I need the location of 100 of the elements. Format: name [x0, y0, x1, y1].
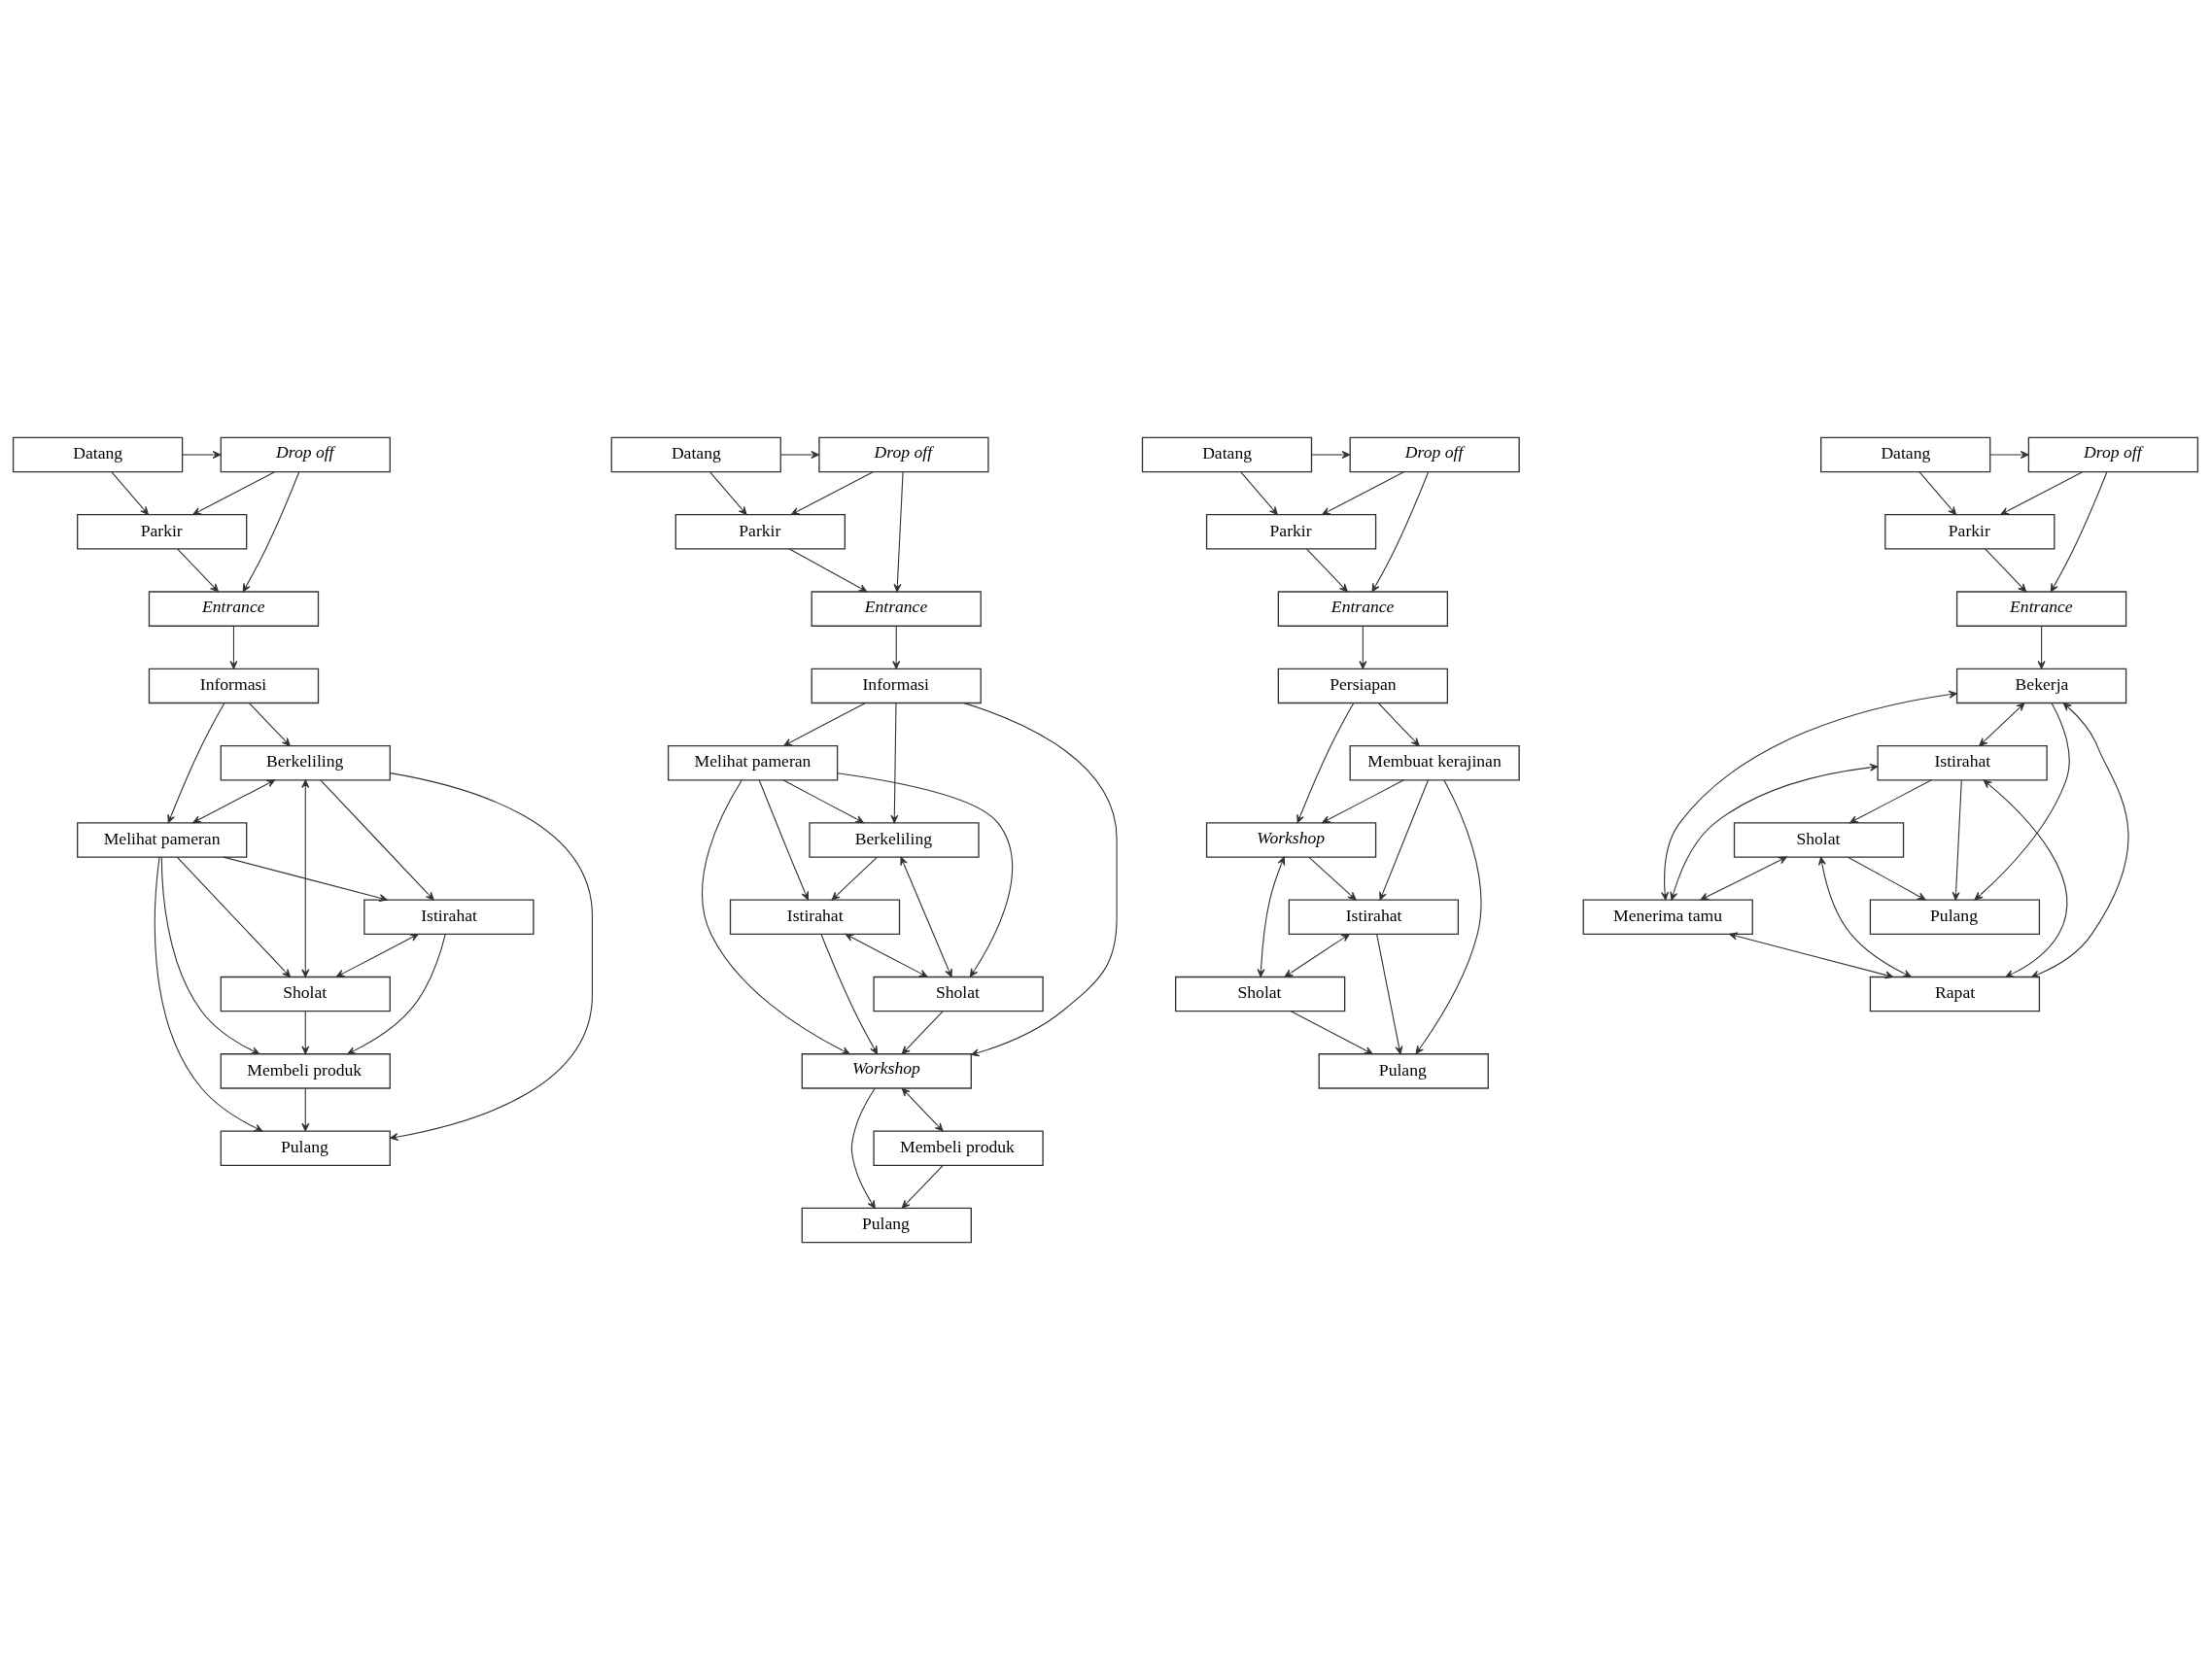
node-box: Persiapan: [1277, 668, 1449, 704]
arrow: [1849, 779, 1932, 824]
arrow: [1306, 548, 1348, 593]
arrow: [242, 471, 300, 593]
arrow: [320, 779, 434, 901]
arrow: [1952, 779, 1962, 901]
node-box: Drop off: [1349, 436, 1520, 473]
arrow: [1818, 856, 1912, 977]
arrow: [176, 856, 292, 977]
arrow: [1376, 934, 1403, 1055]
arrow: [1284, 933, 1350, 977]
node-box: Membeli produk: [873, 1130, 1044, 1166]
arrow: [2037, 625, 2046, 669]
arrow: [1377, 703, 1420, 746]
arrow: [1296, 703, 1355, 824]
arrow: [111, 471, 149, 516]
arrow: [390, 772, 593, 1141]
arrow: [347, 934, 446, 1055]
node-box: Parkir: [77, 514, 248, 550]
node-box: Datang: [12, 436, 184, 473]
arrow: [901, 1011, 944, 1055]
arrow: [783, 703, 867, 746]
node-box: Membuat kerajinan: [1349, 744, 1520, 781]
arrow: [1670, 763, 1879, 901]
node-box: Drop off: [2027, 436, 2199, 473]
node-box: Berkeliling: [809, 822, 980, 858]
node-box: Melihat pameran: [77, 822, 248, 858]
arrow: [248, 703, 291, 746]
node-box: Drop off: [220, 436, 391, 473]
arrow: [890, 703, 899, 824]
node-box: Datang: [610, 436, 781, 473]
arrow: [1308, 856, 1357, 901]
node-box: Drop off: [818, 436, 989, 473]
node-box: Berkeliling: [220, 744, 391, 781]
arrow: [192, 471, 276, 515]
node-box: Parkir: [674, 514, 846, 550]
arrow: [2000, 471, 2084, 515]
arrow: [1240, 471, 1278, 516]
arrow: [893, 471, 904, 593]
arrow: [1985, 548, 2027, 593]
node-box: Sholat: [1733, 822, 1905, 858]
arrow: [1311, 451, 1351, 460]
arrow: [1974, 703, 2070, 901]
arrow: [1322, 779, 1405, 824]
node-box: Entrance: [148, 591, 320, 627]
arrow: [892, 625, 901, 669]
node-box: Bekerja: [1955, 668, 2127, 704]
arrow: [1290, 1011, 1373, 1055]
arrow: [177, 548, 220, 593]
arrow: [301, 779, 310, 977]
arrow: [160, 856, 260, 1055]
node-box: Istirahat: [729, 899, 901, 936]
arrow: [1989, 451, 2029, 460]
arrow: [2030, 703, 2129, 978]
node-box: Informasi: [148, 668, 320, 704]
arrow: [229, 625, 238, 669]
arrow: [1979, 703, 2025, 746]
node-box: Sholat: [220, 976, 391, 1012]
arrow: [901, 1087, 944, 1132]
node-box: Istirahat: [363, 899, 535, 936]
arrow: [192, 779, 276, 824]
arrow: [709, 471, 747, 516]
arrow: [1729, 932, 1894, 979]
node-box: Pulang: [1318, 1053, 1489, 1089]
node-box: Parkir: [1884, 514, 2056, 550]
arrow: [831, 856, 878, 901]
node-box: Entrance: [811, 591, 982, 627]
arrow: [779, 451, 820, 460]
arrow: [782, 779, 864, 824]
node-box: Membeli produk: [220, 1053, 391, 1089]
node-box: Pulang: [801, 1207, 972, 1244]
arrow: [154, 856, 263, 1132]
node-box: Pulang: [1869, 899, 2041, 936]
node-box: Informasi: [811, 668, 982, 704]
arrow: [1848, 856, 1926, 901]
arrow: [1983, 779, 2068, 977]
arrow: [335, 933, 419, 977]
arrow: [301, 1011, 310, 1055]
arrow: [1322, 471, 1405, 515]
node-box: Pulang: [220, 1130, 391, 1166]
node-box: Datang: [1820, 436, 1991, 473]
arrow: [1918, 471, 1957, 516]
arrow: [2050, 471, 2108, 593]
arrow: [1379, 779, 1429, 901]
node-box: Workshop: [801, 1053, 972, 1089]
arrow: [1415, 779, 1482, 1054]
arrow: [788, 548, 868, 593]
arrow: [1661, 690, 1957, 901]
arrow: [167, 703, 225, 824]
node-box: Sholat: [1175, 976, 1346, 1012]
node-box: Workshop: [1205, 822, 1377, 858]
arrow: [1359, 625, 1367, 669]
arrow: [900, 856, 952, 977]
node-box: Istirahat: [1877, 744, 2048, 781]
arrow: [963, 703, 1118, 1057]
arrow: [223, 856, 388, 902]
arrow: [850, 1087, 876, 1209]
arrow: [301, 1087, 310, 1132]
arrow: [837, 772, 1014, 977]
node-box: Datang: [1141, 436, 1313, 473]
